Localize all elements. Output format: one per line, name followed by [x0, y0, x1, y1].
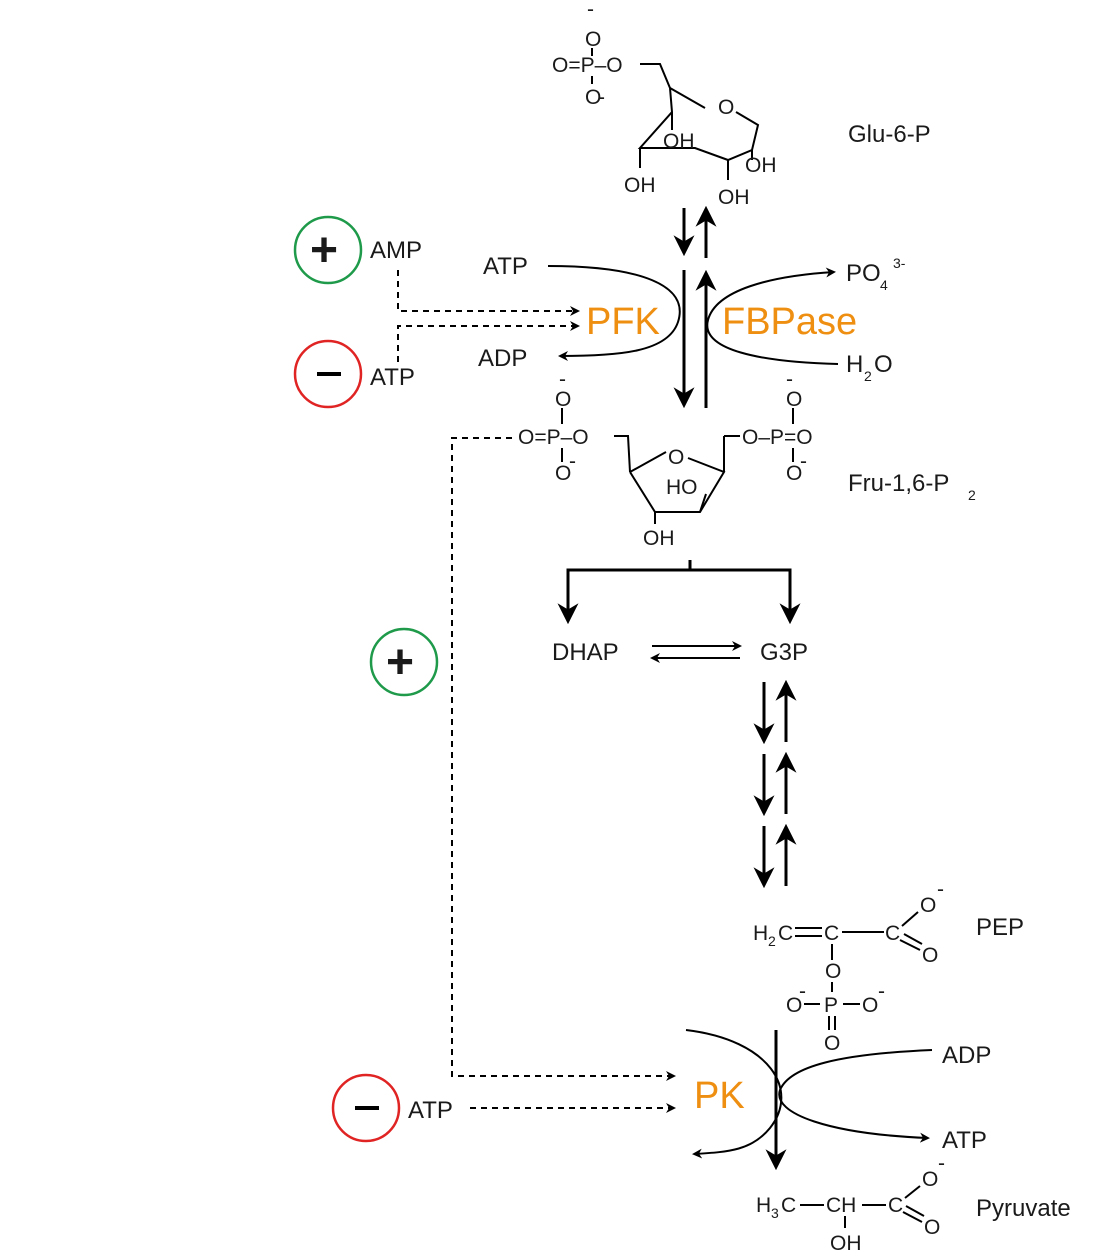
pyruvate-structure: H 3 C CH OH C O - O: [756, 1152, 945, 1255]
phosphate-charge: 3-: [893, 255, 906, 271]
atom-label: O: [922, 1168, 938, 1191]
hydroxyl-label: OH: [745, 154, 777, 177]
phosphate-group-label: O=P–O: [518, 426, 589, 449]
atom-label: O: [786, 462, 802, 485]
glu6p-label: Glu-6-P: [848, 121, 931, 148]
water-subscript: 2: [864, 368, 872, 384]
pfk-inhibitor-ring: [293, 339, 363, 409]
atom-label: O: [924, 1216, 940, 1239]
phosphate-subscript: 4: [880, 277, 888, 293]
atom-label: C: [778, 922, 793, 945]
atom-label: H: [753, 922, 768, 945]
charge-label: -: [878, 980, 885, 1003]
atom-label: O: [922, 944, 938, 967]
fru16p2-label: Fru-1,6-P: [848, 470, 949, 497]
ring-oxygen-label: O: [668, 446, 684, 469]
pk-atp-label: ATP: [942, 1127, 987, 1154]
phosphate-label: PO: [846, 260, 881, 287]
pk-activator-ring: [369, 627, 439, 697]
water-label: O: [874, 351, 893, 378]
atom-label: O: [786, 388, 802, 411]
pyruvate-label: Pyruvate: [976, 1195, 1071, 1222]
pfk-inhibitor-atp-label: ATP: [370, 364, 415, 391]
fru16p2-subscript: 2: [968, 487, 976, 503]
pk-enzyme-label: PK: [694, 1075, 745, 1117]
atom-subscript: 3: [771, 1205, 779, 1221]
charge-label: -: [559, 368, 566, 391]
atom-label: O: [824, 1032, 840, 1055]
phosphate-group-label: O–P=O: [742, 426, 813, 449]
pfk-enzyme-label: PFK: [586, 301, 660, 343]
ring-oxygen-label: O: [718, 96, 734, 119]
pep-label: PEP: [976, 914, 1024, 941]
pfk-adp-label: ADP: [478, 345, 527, 372]
pep-structure: H 2 C C C O - O O O - P O - O: [753, 878, 944, 1055]
pfk-activator-ring: [293, 215, 363, 285]
plus-icon: +: [310, 224, 338, 277]
atom-label: CH: [826, 1194, 856, 1217]
glucose-6-phosphate-structure: - O O=P–O O - O OH OH OH OH: [552, 0, 777, 209]
atom-label: O: [555, 388, 571, 411]
atom-label: O: [786, 994, 802, 1017]
atom-label: O: [825, 960, 841, 983]
charge-label: -: [598, 86, 605, 109]
hydroxyl-label: OH: [643, 527, 675, 550]
atom-label: O: [920, 894, 936, 917]
amp-label: AMP: [370, 237, 422, 264]
fructose-bisphosphate-structure: - O O=P–O O - O HO OH - O O–P=O O -: [518, 368, 813, 550]
atom-label: O: [862, 994, 878, 1017]
charge-label: -: [569, 450, 576, 473]
atom-label: H: [756, 1194, 771, 1217]
atp-inhibition-arrow: [397, 321, 580, 362]
atom-label: C: [885, 922, 900, 945]
pk-inhibitor-ring: [331, 1073, 401, 1143]
hydroxyl-label: OH: [663, 130, 695, 153]
dhap-label: DHAP: [552, 639, 619, 666]
atom-subscript: 2: [768, 933, 776, 949]
pfk-atp-label: ATP: [483, 253, 528, 280]
hydroxyl-label: HO: [666, 476, 698, 499]
fbpase-cofactor-arrow: [706, 267, 839, 365]
water-label: H: [846, 351, 863, 378]
feedforward-activation-arrow: [451, 437, 676, 1081]
atom-label: P: [824, 994, 838, 1017]
charge-label: -: [938, 1152, 945, 1175]
atom-label: O: [585, 28, 601, 51]
charge-label: -: [937, 878, 944, 901]
pk-curve-left: [685, 1029, 783, 1159]
atom-label: O: [585, 86, 601, 109]
pfk-cofactor-arrow: [547, 265, 681, 361]
charge-label: -: [800, 450, 807, 473]
pk-cofactor-arrow: [778, 1049, 933, 1143]
atom-label: C: [781, 1194, 796, 1217]
g3p-label: G3P: [760, 639, 808, 666]
fbpase-enzyme-label: FBPase: [722, 301, 857, 343]
charge-label: -: [799, 980, 806, 1003]
pk-adp-label: ADP: [942, 1042, 991, 1069]
phosphate-group-label: O=P–O: [552, 54, 623, 77]
hydroxyl-label: OH: [718, 186, 750, 209]
hydroxyl-label: OH: [624, 174, 656, 197]
aldolase-split-arrow: [566, 568, 792, 614]
atom-label: O: [555, 462, 571, 485]
amp-activation-arrow: [397, 270, 580, 316]
atom-label: C: [888, 1194, 903, 1217]
charge-label: -: [587, 0, 594, 21]
hydroxyl-label: OH: [830, 1232, 862, 1255]
plus-icon: +: [386, 636, 414, 689]
pk-inhibitor-atp-label: ATP: [408, 1097, 453, 1124]
atom-label: C: [824, 922, 839, 945]
charge-label: -: [786, 368, 793, 391]
